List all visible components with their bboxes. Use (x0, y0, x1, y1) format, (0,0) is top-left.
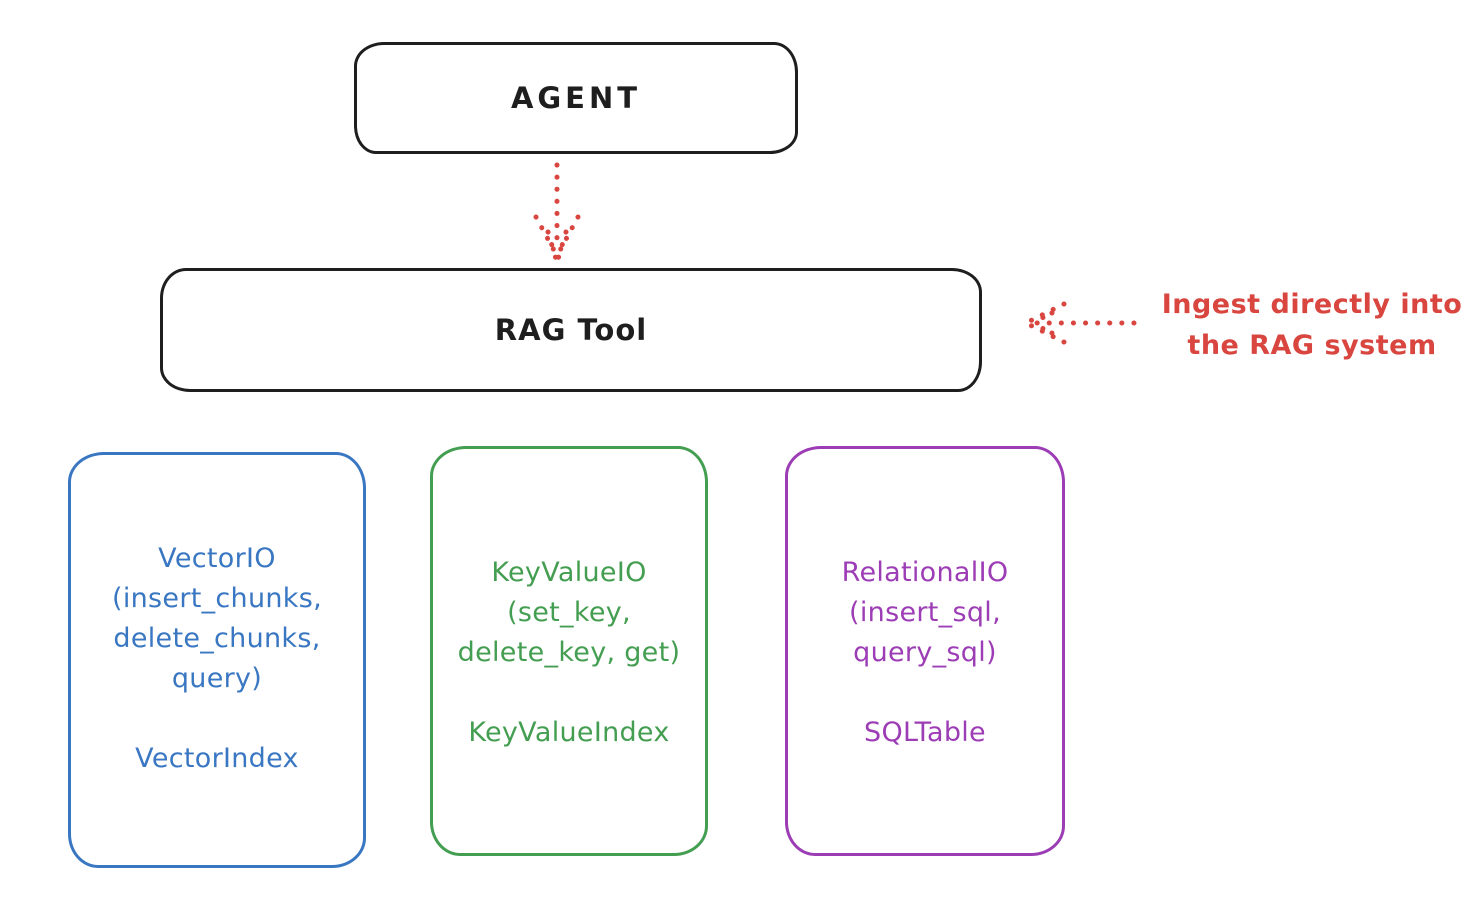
storage-box-index-label: SQLTable (864, 717, 986, 748)
rag-tool-node: RAG Tool (160, 268, 982, 392)
ingest-annotation-line-1: Ingest directly into (1161, 289, 1463, 320)
rag-tool-label: RAG Tool (494, 313, 648, 347)
storage-box-line: query_sql) (853, 637, 997, 668)
ingest-annotation-line-2: the RAG system (1187, 330, 1437, 361)
storage-box-line: VectorIO (158, 543, 276, 574)
storage-box-line: delete_chunks, (113, 623, 321, 654)
storage-box-line: (set_key, (507, 597, 631, 628)
vector-io-box: VectorIO (insert_chunks, delete_chunks, … (68, 452, 366, 868)
storage-box-line: (insert_sql, (849, 597, 1001, 628)
storage-box-line: delete_key, get) (457, 637, 681, 668)
ingest-annotation: Ingest directly into the RAG system (1140, 284, 1484, 366)
storage-box-line: query) (171, 663, 263, 694)
relational-io-box: RelationalIO (insert_sql, query_sql) SQL… (785, 446, 1065, 856)
storage-box-index-label: VectorIndex (135, 743, 299, 774)
ingest-arrow-icon (1025, 301, 1137, 345)
key-value-io-box: KeyValueIO (set_key, delete_key, get) Ke… (430, 446, 708, 856)
storage-box-line: RelationalIO (841, 557, 1009, 588)
agent-node: AGENT (354, 42, 798, 154)
storage-box-index-label: KeyValueIndex (468, 717, 670, 748)
agent-to-ragtool-arrow-icon (533, 162, 581, 262)
storage-box-line: (insert_chunks, (112, 583, 322, 614)
storage-box-line: KeyValueIO (491, 557, 647, 588)
agent-label: AGENT (510, 81, 642, 115)
